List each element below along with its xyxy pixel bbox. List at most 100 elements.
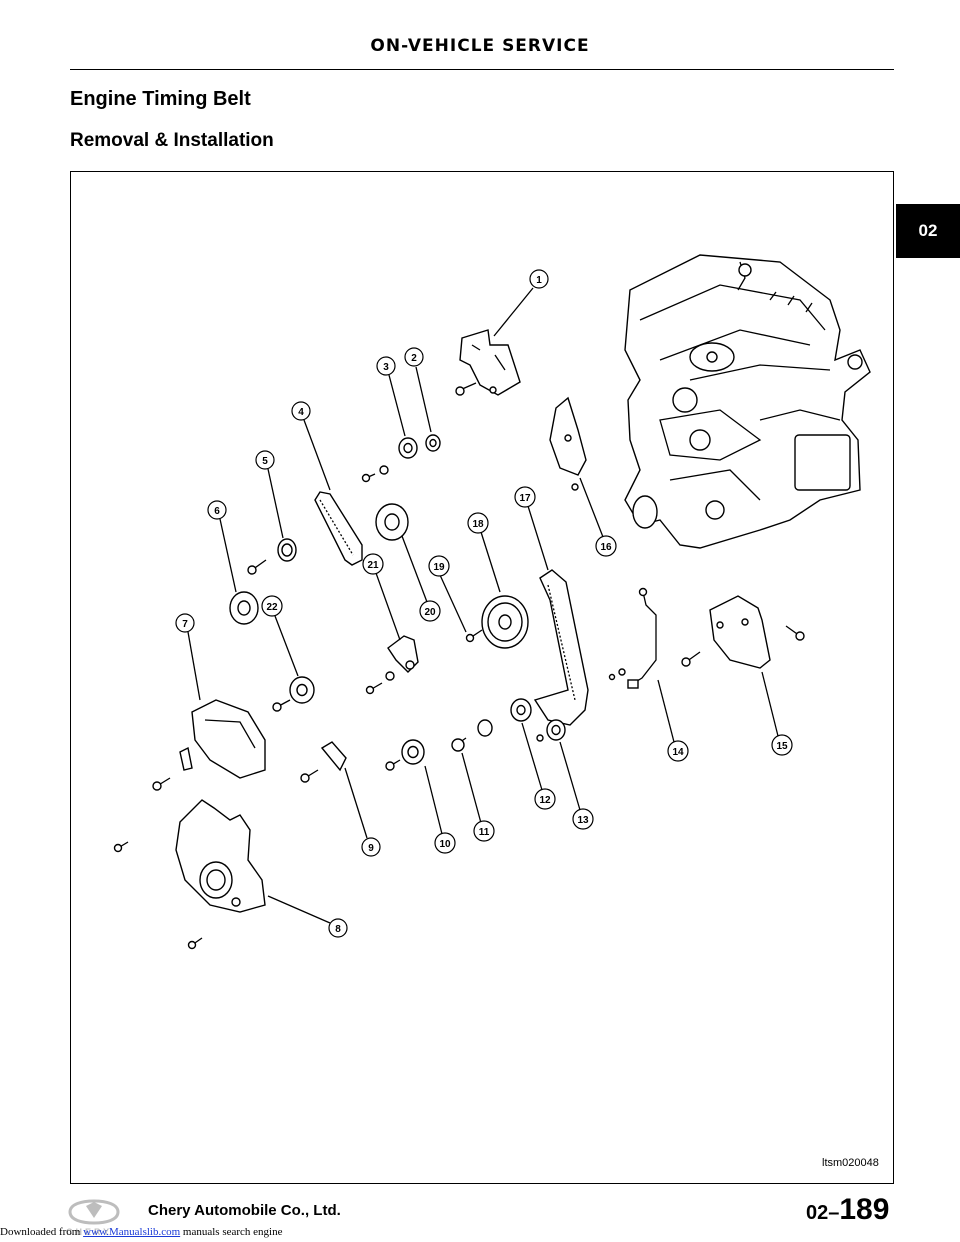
svg-text:17: 17: [519, 493, 531, 504]
callout-11: 11: [473, 820, 495, 842]
part-10-idler: [401, 739, 425, 765]
part-11-bolt: [451, 719, 493, 752]
svg-text:10: 10: [439, 839, 451, 850]
part-1-bracket: [459, 329, 521, 396]
page-number: 02–189: [806, 1193, 889, 1227]
page-title: Engine Timing Belt: [70, 88, 251, 110]
bolt: [152, 777, 171, 791]
engine-assembly: [624, 254, 871, 549]
svg-text:7: 7: [182, 619, 188, 630]
svg-text:22: 22: [266, 602, 278, 613]
callout-5: 5: [255, 450, 275, 470]
running-header: ON-VEHICLE SERVICE: [370, 36, 590, 56]
callout-4: 4: [291, 401, 311, 421]
svg-text:6: 6: [214, 506, 220, 517]
part-18-camshaft-sprocket: [481, 595, 529, 649]
callout-20: 20: [419, 600, 441, 622]
logo-wordmark: CHERY: [66, 1227, 113, 1237]
bolt: [113, 841, 129, 853]
svg-text:20: 20: [424, 607, 436, 618]
svg-text:4: 4: [298, 407, 304, 418]
part-9-bracket: [320, 741, 347, 772]
callout-15: 15: [771, 734, 793, 756]
part-21-tensioner: [387, 635, 419, 673]
callout-6: 6: [207, 500, 227, 520]
callout-3: 3: [376, 356, 396, 376]
svg-text:3: 3: [383, 362, 389, 373]
washer: [365, 671, 395, 695]
download-note-suffix: manuals search engine: [180, 1226, 283, 1238]
part-14-sensor: [608, 587, 657, 689]
bolt: [272, 699, 291, 712]
svg-text:13: 13: [577, 815, 589, 826]
part-15-mount-bracket: [709, 595, 771, 669]
svg-text:18: 18: [472, 519, 484, 530]
svg-text:16: 16: [600, 542, 612, 553]
bolt: [247, 559, 267, 575]
download-note-prefix: Downloaded from: [0, 1226, 84, 1238]
callout-12: 12: [534, 788, 556, 810]
part-19-bolt: [465, 629, 483, 643]
washer: [536, 734, 544, 742]
bolt: [187, 937, 203, 950]
part-8-lower-cover: [175, 799, 266, 913]
figure-frame: [70, 171, 894, 1184]
figure-id: ltsm020048: [822, 1157, 879, 1169]
part-2-spacer: [425, 434, 441, 452]
svg-text:15: 15: [776, 741, 788, 752]
part-3-gear: [398, 437, 418, 459]
svg-text:21: 21: [367, 560, 379, 571]
svg-text:12: 12: [539, 795, 551, 806]
svg-text:1: 1: [536, 275, 542, 286]
svg-text:8: 8: [335, 924, 341, 935]
page-subtitle: Removal & Installation: [70, 130, 274, 151]
bolt: [785, 625, 805, 641]
callout-7: 7: [175, 613, 195, 633]
part-17-timing-belt: [533, 569, 589, 726]
part-5-seal: [277, 538, 297, 562]
callout-17: 17: [514, 486, 536, 508]
svg-text:19: 19: [433, 562, 445, 573]
chery-logo-icon: [68, 1199, 120, 1225]
callout-19: 19: [428, 555, 450, 577]
part-4-balance-belt: [314, 491, 363, 566]
callout-21: 21: [362, 553, 384, 575]
part-22-pulley: [289, 676, 315, 704]
callout-1: 1: [529, 269, 549, 289]
callout-9: 9: [361, 837, 381, 857]
svg-text:5: 5: [262, 456, 268, 467]
svg-text:11: 11: [479, 827, 490, 838]
part-13-crank-sprocket: [546, 719, 566, 741]
callout-16: 16: [595, 535, 617, 557]
part-6-flange: [229, 591, 259, 625]
footer-company: Chery Automobile Co., Ltd.: [148, 1202, 341, 1219]
callout-22: 22: [261, 595, 283, 617]
washer: [361, 465, 389, 483]
page-number-prefix: 02–: [806, 1202, 840, 1224]
svg-text:2: 2: [411, 353, 417, 364]
clip: [179, 746, 193, 771]
callout-8: 8: [328, 918, 348, 938]
leader-lines: [187, 287, 779, 924]
download-note: Downloaded from www.Manualslib.com manua…: [0, 1226, 282, 1238]
exploded-diagram: 1 2 3 4 5 6 7 8 9 10 11 12 13 14 15 16 1…: [113, 254, 871, 950]
svg-text:14: 14: [672, 747, 684, 758]
bolt: [300, 769, 319, 783]
page-number-value: 189: [839, 1193, 890, 1226]
callout-2: 2: [404, 347, 424, 367]
bolt: [385, 759, 401, 771]
part-7-upper-cover: [191, 699, 266, 779]
bolt: [455, 382, 477, 396]
header-rule: [70, 69, 894, 70]
part-16-bracket: [549, 396, 587, 491]
callout-18: 18: [467, 512, 489, 534]
manualslib-link[interactable]: www.Manualslib.com: [83, 1226, 181, 1238]
part-12-crank-pulley: [510, 698, 532, 722]
bolt: [681, 651, 701, 667]
callout-13: 13: [572, 808, 594, 830]
svg-text:9: 9: [368, 843, 374, 854]
chapter-tab[interactable]: 02: [896, 204, 960, 258]
part-20-sprocket: [375, 503, 409, 541]
callout-10: 10: [434, 832, 456, 854]
callout-14: 14: [667, 740, 689, 762]
